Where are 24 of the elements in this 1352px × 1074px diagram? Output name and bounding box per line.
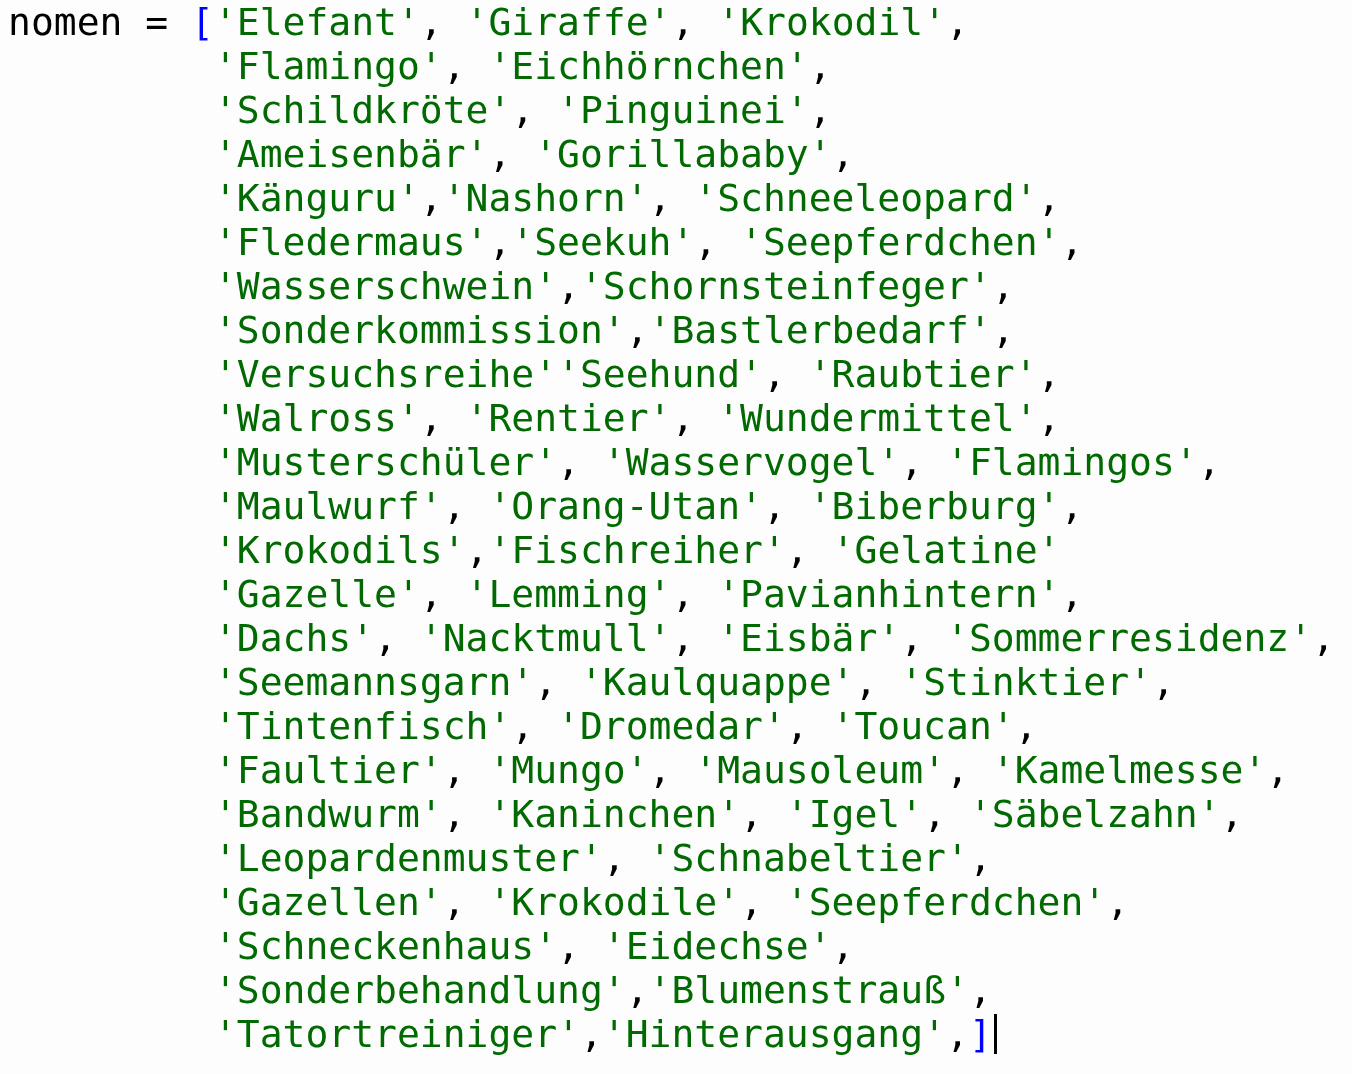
code-line: 'Sonderbehandlung','Blumenstrauß', xyxy=(213,968,992,1012)
code-line: 'Fledermaus','Seekuh', 'Seepferdchen', xyxy=(213,220,1084,264)
code-line: 'Dachs', 'Nacktmull', 'Eisbär', 'Sommerresidenz', xyxy=(213,616,1335,660)
code-line: 'Ameisenbär', 'Gorillababy', xyxy=(213,132,855,176)
code-line: 'Faultier', 'Mungo', 'Mausoleum', 'Kamelmesse', xyxy=(213,748,1290,792)
code-line: 'Schildkröte', 'Pinguinei', xyxy=(213,88,832,132)
code-line: 'Leopardenmuster', 'Schnabeltier', xyxy=(213,836,992,880)
code-line: 'Sonderkommission','Bastlerbedarf', xyxy=(213,308,1015,352)
code-line: nomen = ['Elefant', 'Giraffe', 'Krokodil', xyxy=(8,0,969,44)
code-line: 'Krokodils','Fischreiher', 'Gelatine' xyxy=(213,528,1061,572)
code-line: 'Bandwurm', 'Kaninchen', 'Igel', 'Säbelzahn', xyxy=(213,792,1244,836)
code-line: 'Tatortreiniger','Hinterausgang',] xyxy=(213,1012,992,1056)
code-line: 'Flamingo', 'Eichhörnchen', xyxy=(213,44,832,88)
code-line: 'Tintenfisch', 'Dromedar', 'Toucan', xyxy=(213,704,1038,748)
code-line: 'Gazellen', 'Krokodile', 'Seepferdchen', xyxy=(213,880,1130,924)
code-line: 'Gazelle', 'Lemming', 'Pavianhintern', xyxy=(213,572,1084,616)
code-line: 'Walross', 'Rentier', 'Wundermittel', xyxy=(213,396,1061,440)
code-line: 'Schneckenhaus', 'Eidechse', xyxy=(213,924,855,968)
code-line: 'Känguru','Nashorn', 'Schneeleopard', xyxy=(213,176,1061,220)
code-line: 'Musterschüler', 'Wasservogel', 'Flamingos', xyxy=(213,440,1221,484)
code-line: 'Seemannsgarn', 'Kaulquappe', 'Stinktier', xyxy=(213,660,1175,704)
code-line: 'Wasserschwein','Schornsteinfeger', xyxy=(213,264,1015,308)
code-line: 'Maulwurf', 'Orang-Utan', 'Biberburg', xyxy=(213,484,1084,528)
code-line: 'Versuchsreihe''Seehund', 'Raubtier', xyxy=(213,352,1061,396)
